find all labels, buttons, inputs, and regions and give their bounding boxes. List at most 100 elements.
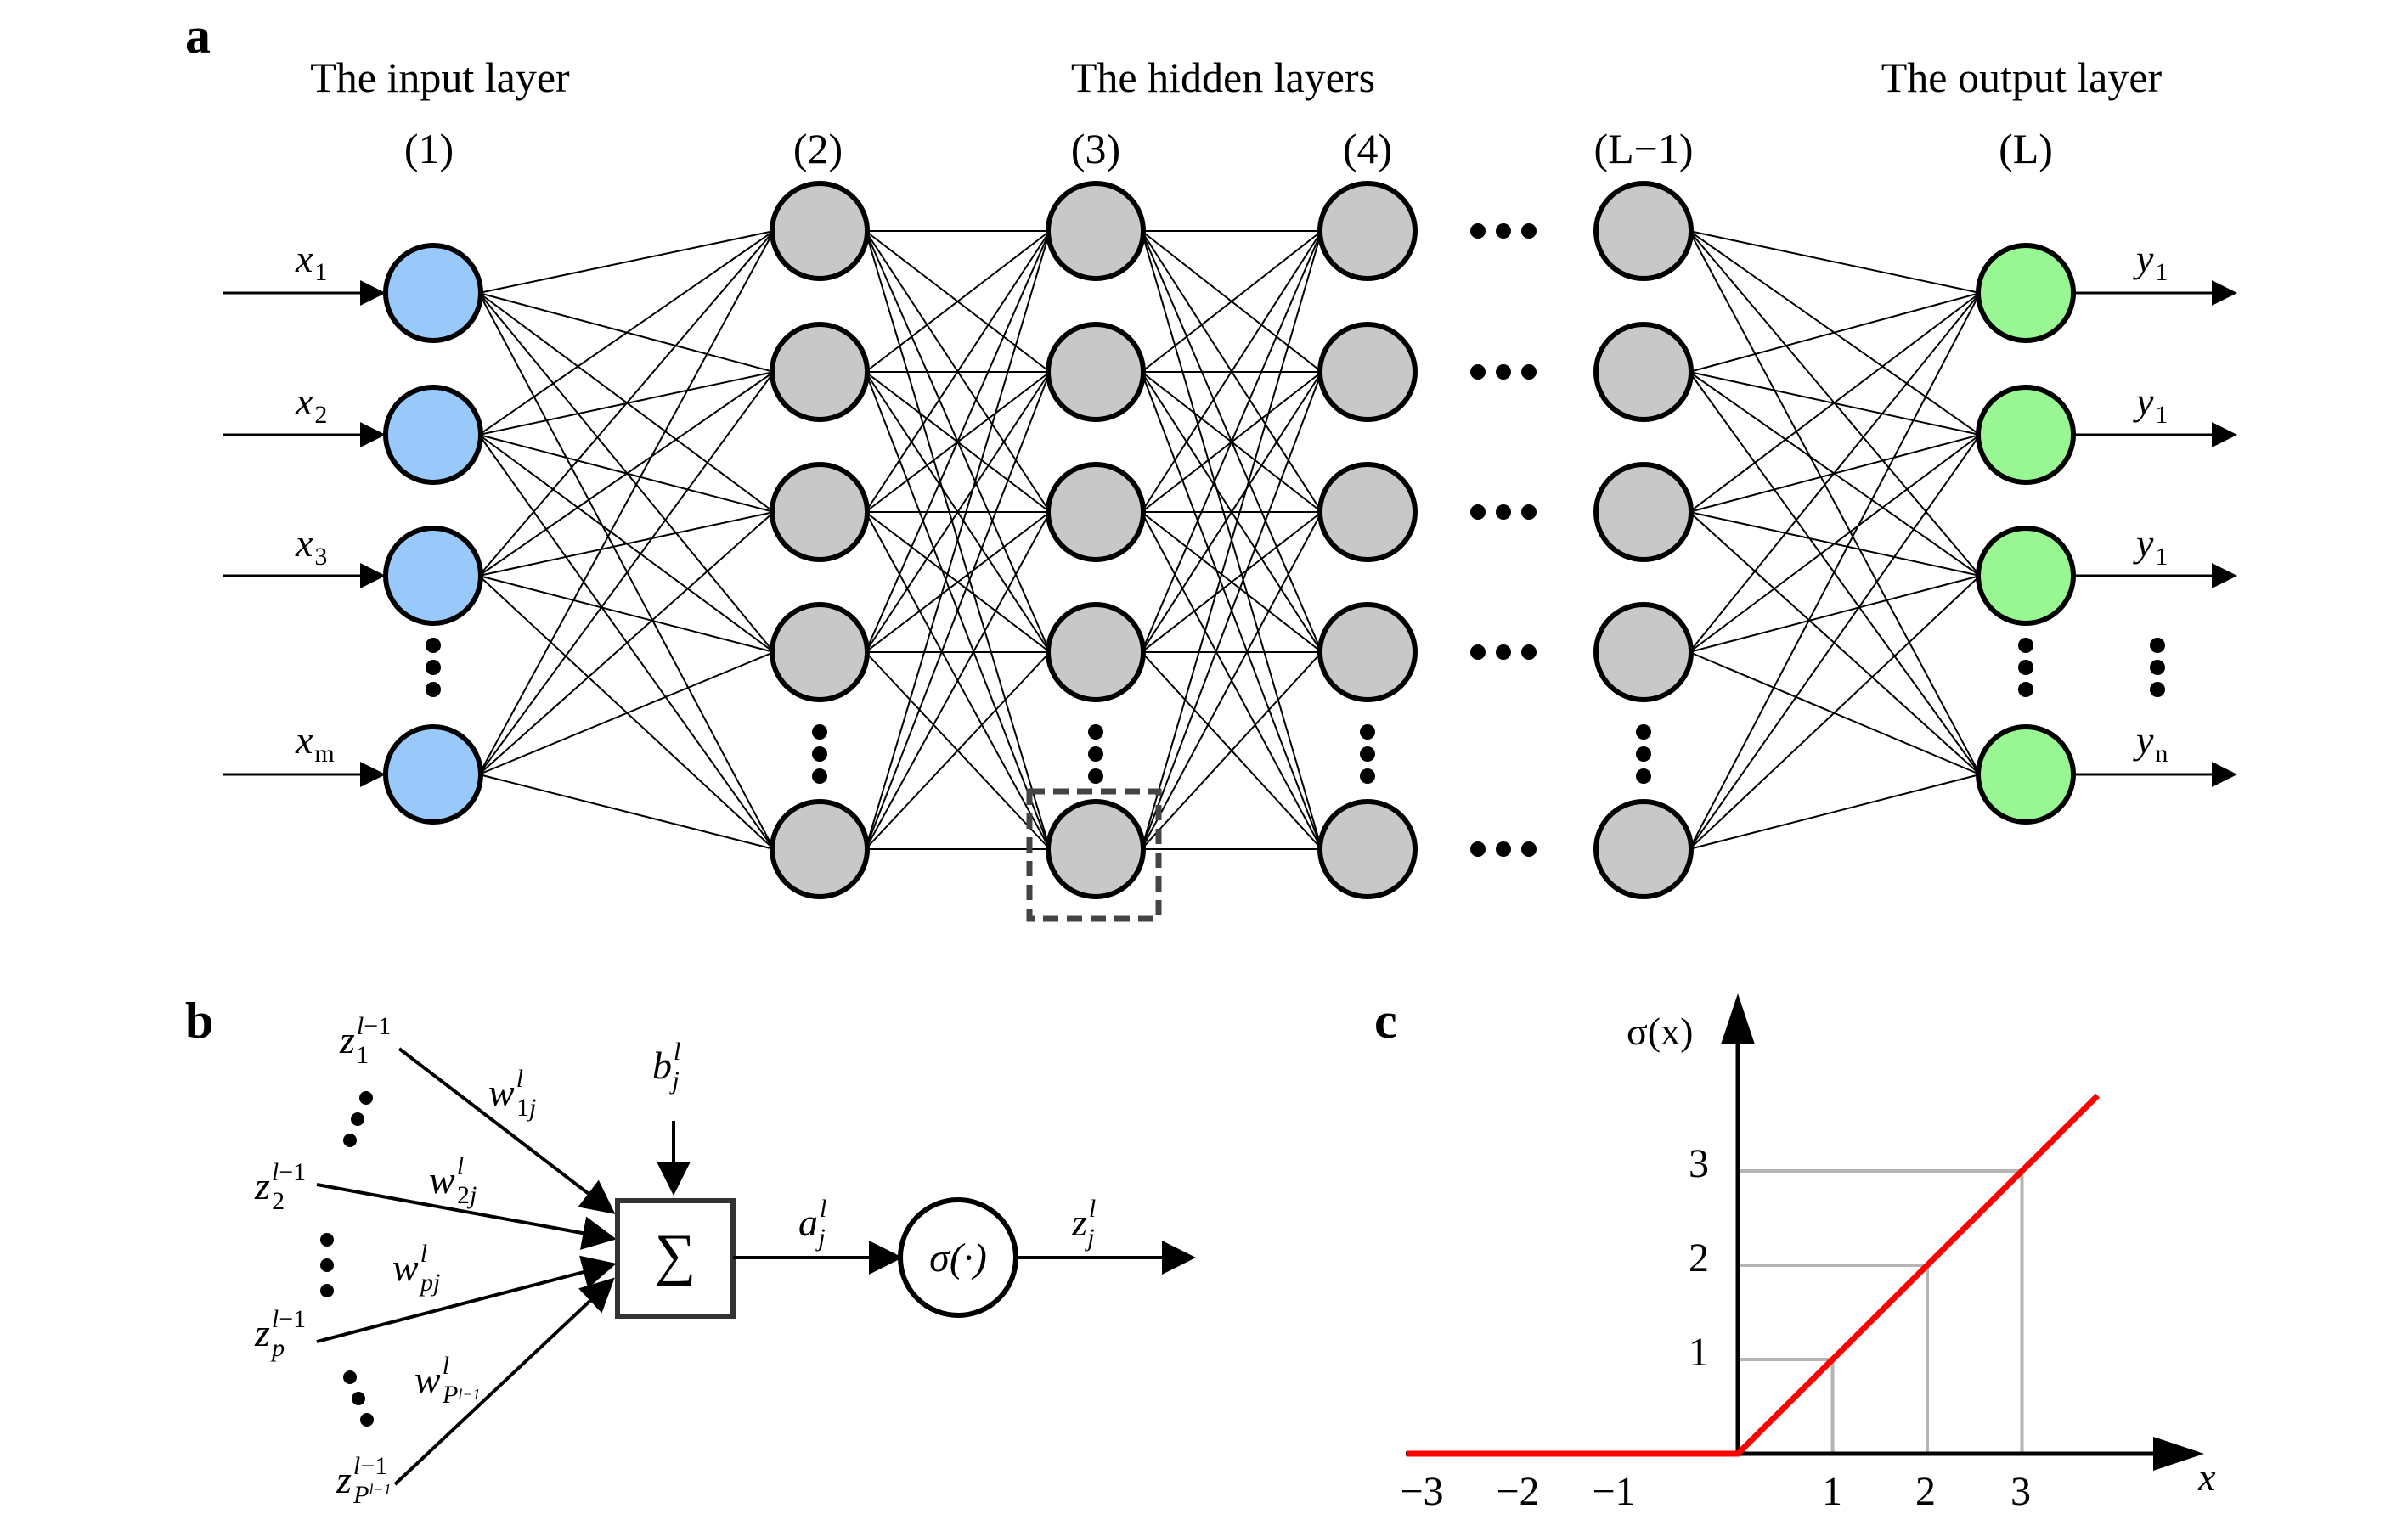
y-axis-label: σ(x) (1627, 1010, 1693, 1053)
connection-h3-4-h4-1 (1141, 371, 1322, 850)
node-h2-4 (770, 799, 870, 899)
y-tick-2: 2 (1689, 1235, 1709, 1280)
connection-input-0-h2-0 (478, 230, 775, 294)
connection-h2-4-h3-3 (865, 651, 1051, 850)
x-tick-3: 3 (2010, 1469, 2031, 1514)
connection-hL1-4-output-3 (1689, 774, 1981, 850)
node-input-1 (383, 385, 483, 485)
hL1-ellipsis-dot-1 (1636, 746, 1651, 762)
row-0-ellipsis-dot-0 (1470, 223, 1486, 239)
summation-box (615, 1198, 736, 1319)
tick-labels: −3 −2 −1 1 2 3 1 2 3 (1400, 1141, 2031, 1514)
layer-label-l-minus-1: (L−1) (1593, 125, 1693, 172)
summation-symbol: ∑ (655, 1222, 696, 1286)
w-2j-arrow (316, 1183, 617, 1250)
connections (478, 230, 1981, 850)
x-tick--1: −1 (1592, 1469, 1635, 1514)
connection-input-3-h2-4 (478, 774, 775, 850)
connection-hL1-3-output-1 (1689, 434, 1981, 653)
output-label-3: y1 (2133, 521, 2168, 571)
layer-labels: (1) (2) (3) (4) (L−1) (L) (404, 125, 2053, 172)
row-4-ellipsis-dot-0 (1470, 841, 1486, 857)
h4-ellipsis-dot-2 (1360, 768, 1375, 784)
connection-hL1-1-output-3 (1689, 371, 1981, 775)
connection-h3-3-h4-1 (1141, 371, 1322, 653)
output-label-1: y1 (2133, 237, 2168, 286)
connection-input-0-h2-4 (478, 292, 775, 850)
node-h4-3 (1317, 602, 1418, 702)
row-4-ellipsis-dot-1 (1496, 841, 1511, 857)
row-2-ellipsis-dot-2 (1521, 504, 1537, 520)
input-layer-heading: The input layer (310, 53, 570, 101)
input-labels: x1 x2 x3 xm (295, 237, 335, 768)
connection-input-2-h2-1 (478, 371, 775, 577)
node-h3-2 (1046, 462, 1146, 562)
node-output-3 (1976, 724, 2076, 825)
connection-hL1-1-output-0 (1689, 292, 1981, 373)
connection-input-3-h2-0 (478, 230, 775, 775)
connection-hL1-4-output-0 (1689, 292, 1981, 850)
output-layer-heading: The output layer (1881, 53, 2163, 101)
connection-hL1-4-output-1 (1689, 434, 1981, 850)
row-4-ellipsis-dot-2 (1521, 841, 1537, 857)
node-h3-4 (1046, 799, 1146, 899)
output-label-n: yn (2133, 718, 2168, 768)
node-h4-4 (1317, 799, 1418, 899)
node-h4-2 (1317, 462, 1418, 562)
connection-h3-4-h4-0 (1141, 230, 1322, 850)
connection-h3-3-h4-2 (1141, 511, 1322, 653)
node-h4-1 (1317, 322, 1418, 422)
node-h4-0 (1317, 181, 1418, 281)
hL1-ellipsis-dot-0 (1636, 724, 1651, 740)
connection-hL1-3-output-0 (1689, 292, 1981, 653)
connection-h3-3-h4-0 (1141, 230, 1322, 653)
panel-a: a The input layer The hidden layers The … (185, 8, 2237, 922)
connection-h3-4-h4-2 (1141, 511, 1322, 850)
input-label-1: x1 (295, 237, 327, 286)
node-hL1-3 (1593, 602, 1694, 702)
connection-input-1-h2-0 (478, 230, 775, 436)
row-3-ellipsis-dot-1 (1496, 644, 1511, 660)
row-1-ellipsis-dot-1 (1496, 364, 1511, 380)
input-label-3: x3 (295, 521, 327, 571)
node-output-2 (1976, 526, 2076, 626)
h3-ellipsis-dot-0 (1088, 724, 1103, 740)
node-h2-0 (770, 181, 870, 281)
output-ellipsis-dot-2 (2018, 682, 2033, 697)
node-input-0 (383, 243, 483, 343)
h2-ellipsis-dot-1 (812, 746, 827, 762)
node-h2-2 (770, 462, 870, 562)
connection-h2-4-h3-0 (865, 230, 1051, 850)
node-output-1 (1976, 385, 2076, 485)
io-arrows (223, 280, 2237, 787)
y-tick-3: 3 (1689, 1141, 1709, 1186)
connection-input-3-h2-3 (478, 651, 775, 775)
connection-h2-3-h3-0 (865, 230, 1051, 653)
row-2-ellipsis-dot-1 (1496, 504, 1511, 520)
node-output-0 (1976, 243, 2076, 343)
output-ellipsis-dot-1 (2018, 660, 2033, 675)
layer-label-1: (1) (404, 125, 454, 172)
layer-label-3: (3) (1071, 125, 1120, 172)
layer-label-2: (2) (793, 125, 843, 172)
ellipsis-dots (426, 223, 2165, 857)
connection-h2-1-h3-0 (865, 230, 1051, 373)
connection-h3-1-h4-0 (1141, 230, 1322, 373)
connection-input-2-h2-3 (478, 575, 775, 653)
h3-ellipsis-dot-2 (1088, 768, 1103, 784)
hL1-ellipsis-dot-2 (1636, 768, 1651, 784)
output-label-ellipsis-dot-1 (2150, 660, 2165, 675)
connection-hL1-2-output-0 (1689, 292, 1981, 513)
node-h3-3 (1046, 602, 1146, 702)
nodes (383, 181, 2076, 899)
w-Pj-arrow (393, 1277, 615, 1486)
row-1-ellipsis-dot-2 (1521, 364, 1537, 380)
connection-h3-2-h4-0 (1141, 230, 1322, 513)
